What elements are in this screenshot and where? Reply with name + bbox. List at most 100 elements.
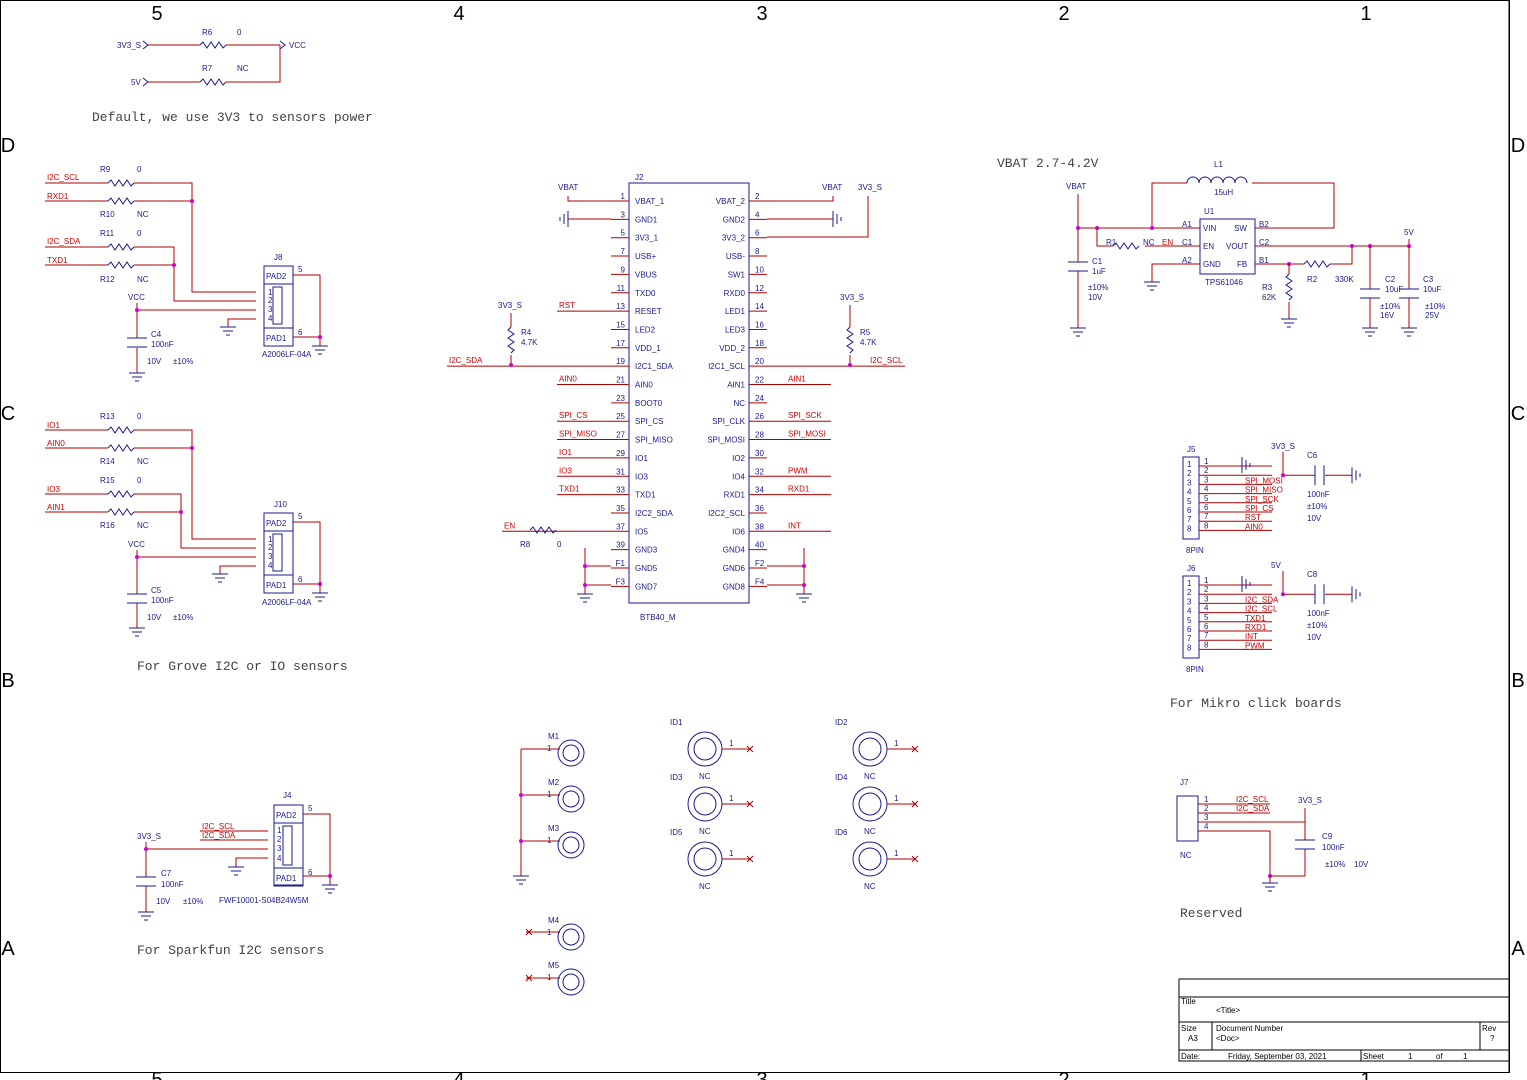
zone-bottom-4: 4 xyxy=(453,1069,464,1080)
doc-label: Document Number xyxy=(1216,1024,1283,1033)
note-grove: For Grove I2C or IO sensors xyxy=(137,659,348,674)
zone-labels-side: D C B A D C B A xyxy=(1,135,1526,960)
c3-value: 10uF xyxy=(1423,285,1441,294)
doc-value: <Doc> xyxy=(1216,1034,1240,1043)
mount-id5-nc: NC xyxy=(699,882,711,891)
j2-net-en: EN xyxy=(504,521,515,530)
zone-bottom-2: 2 xyxy=(1058,1069,1069,1080)
u1-pin-b2: B2 xyxy=(1259,220,1269,229)
mount-id5-pin: 1 xyxy=(729,849,734,858)
j7-pin-1: 1 xyxy=(1204,795,1209,804)
j5-pin-2-label: 2 xyxy=(1204,466,1209,475)
j2-pin-15-name: LED2 xyxy=(635,325,656,334)
rev-value: ? xyxy=(1490,1034,1495,1043)
j6-net-i2c-sda: I2C_SDA xyxy=(1245,595,1279,604)
zone-top-2: 2 xyxy=(1058,3,1069,25)
j4-ref: J4 xyxy=(283,791,292,800)
j2-pin-f1-number: F1 xyxy=(616,559,626,568)
mount-id3-pin: 1 xyxy=(729,794,734,803)
j5-net-rst: RST xyxy=(1245,513,1261,522)
j8-pin-6: 6 xyxy=(298,328,303,337)
mount-id4-outer xyxy=(852,786,888,822)
j6-cap-volt: 10V xyxy=(1307,633,1322,642)
c1-value: 1uF xyxy=(1092,267,1106,276)
j6-pin-6-number: 6 xyxy=(1187,625,1192,634)
j2-pin-11-number: 11 xyxy=(617,284,626,293)
j6-pin-8-number: 8 xyxy=(1187,643,1192,652)
mount-m4-pin: 1 xyxy=(547,928,552,937)
zone-top-5: 5 xyxy=(151,3,162,25)
j5-pin-4-label: 4 xyxy=(1204,485,1209,494)
j8-net-rxd1: RXD1 xyxy=(47,192,69,201)
note-mikro: For Mikro click boards xyxy=(1170,696,1342,711)
j6-pin-7-label: 7 xyxy=(1204,631,1209,640)
j2-pin-25-name: SPI_CS xyxy=(635,417,663,426)
j10-c5-volt: 10V xyxy=(147,613,162,622)
j8-r10-value: NC xyxy=(137,210,149,219)
zone-right-a: A xyxy=(1511,938,1525,960)
j5-cap-value: 100nF xyxy=(1307,490,1330,499)
mount-m2-outer xyxy=(557,785,585,813)
j5-net-spi-cs: SPI_CS xyxy=(1245,504,1273,513)
j2-pin-f1-name: GND5 xyxy=(635,564,658,573)
j6-connector xyxy=(1182,575,1200,659)
zone-left-c: C xyxy=(1,403,15,425)
j10-pad2: PAD2 xyxy=(266,519,287,528)
j2-pin-18-number: 18 xyxy=(755,339,764,348)
j2-ref: J2 xyxy=(635,173,644,182)
j2-net-spi-cs: SPI_CS xyxy=(559,411,587,420)
c1-volt: 10V xyxy=(1088,293,1103,302)
mount-m3-inner xyxy=(562,836,580,854)
zone-left-a: A xyxy=(1,938,15,960)
j2-pin-5-number: 5 xyxy=(621,229,626,238)
j4-net-i2c-scl: I2C_SCL xyxy=(202,822,235,831)
j2-vbat-right: VBAT xyxy=(822,183,842,192)
c3-ref: C3 xyxy=(1423,275,1434,284)
j6-pin-4-number: 4 xyxy=(1187,607,1192,616)
mount-id1-ref: ID1 xyxy=(670,718,683,727)
boost-net-en: EN xyxy=(1162,238,1173,247)
j5-pin-4-number: 4 xyxy=(1187,488,1192,497)
j8-c4-tol: ±10% xyxy=(173,357,193,366)
zone-labels-bottom: 5 4 3 2 1 xyxy=(151,1069,1371,1080)
resistor-r4 xyxy=(507,326,515,354)
j2-pin-8-number: 8 xyxy=(755,247,760,256)
j2-net-spi-sck: SPI_SCK xyxy=(788,411,822,420)
r2-ref: R2 xyxy=(1307,275,1318,284)
j10-r13: R13 xyxy=(100,412,115,421)
mount-id5-inner xyxy=(693,847,717,871)
j5-pin-7-number: 7 xyxy=(1187,515,1192,524)
r3-ref: R3 xyxy=(1262,283,1273,292)
j2-pin-19-name: I2C1_SDA xyxy=(635,362,673,371)
j2-pin-24-number: 24 xyxy=(755,394,764,403)
j10-pin-2: 2 xyxy=(268,543,273,552)
j5-cap-gnd xyxy=(1351,467,1361,484)
mount-id4-ref: ID4 xyxy=(835,773,848,782)
j2-vbat-left: VBAT xyxy=(558,183,578,192)
j6-pin-5-number: 5 xyxy=(1187,616,1192,625)
j2-pin-30-number: 30 xyxy=(755,449,764,458)
j10-pin-5: 5 xyxy=(298,512,303,521)
j8-pad2: PAD2 xyxy=(266,272,287,281)
j7-c9-volt: 10V xyxy=(1354,860,1369,869)
mount-m4-outer xyxy=(557,923,585,951)
j2-net-spi-mosi: SPI_MOSI xyxy=(788,430,826,439)
j10-part: A2006LF-04A xyxy=(262,598,312,607)
j2-pin-2-number: 2 xyxy=(755,192,760,201)
j5-pin-8-label: 8 xyxy=(1204,521,1209,530)
sheet-total: 1 xyxy=(1463,1052,1468,1061)
j5-pin-3-label: 3 xyxy=(1204,475,1209,484)
j10-r14-value: NC xyxy=(137,457,149,466)
mount-id5-ref: ID5 xyxy=(670,828,683,837)
j2-pin-12-name: RXD0 xyxy=(724,289,746,298)
j2-pin-1-name: VBAT_1 xyxy=(635,197,665,206)
mount-m2-pin: 1 xyxy=(547,790,552,799)
j6-net-i2c-scl: I2C_SCL xyxy=(1245,605,1278,614)
j10-net-ain0: AIN0 xyxy=(47,439,65,448)
mount-m2-ref: M2 xyxy=(548,778,560,787)
mount-id5-nc-mark xyxy=(746,855,754,863)
j2-pin-14-number: 14 xyxy=(755,302,764,311)
j2-pin-36-name: I2C2_SCL xyxy=(708,509,745,518)
j2-pin-40-number: 40 xyxy=(755,541,764,550)
